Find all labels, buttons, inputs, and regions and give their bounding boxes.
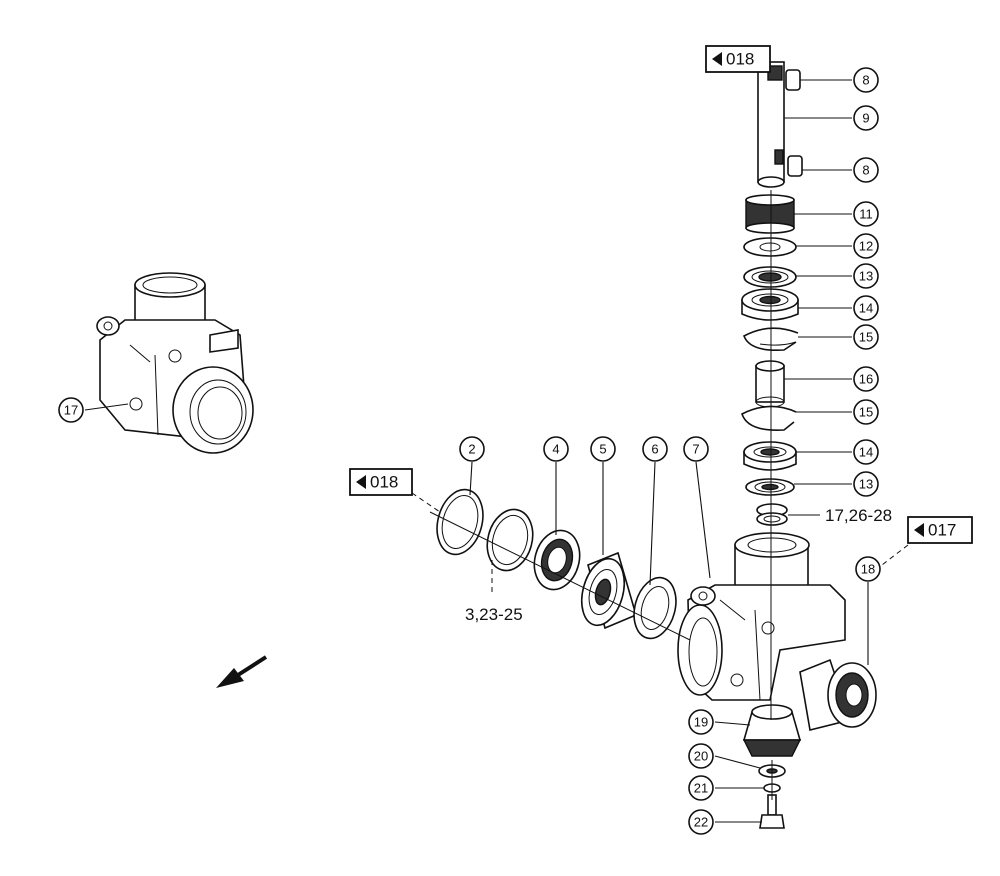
svg-text:13: 13	[859, 269, 873, 284]
key-part	[785, 69, 803, 177]
svg-text:18: 18	[861, 562, 875, 577]
svg-text:16: 16	[859, 372, 873, 387]
callout: 9	[853, 105, 879, 131]
left-triangle-icon	[712, 52, 722, 66]
svg-text:018: 018	[370, 473, 398, 492]
svg-text:8: 8	[862, 163, 869, 178]
svg-text:017: 017	[928, 521, 956, 540]
callout: 8	[853, 157, 879, 183]
callout: 14	[853, 439, 879, 465]
callout: 13	[853, 471, 879, 497]
callout: 19	[688, 709, 714, 735]
bevel-gear-part	[799, 658, 877, 731]
page-ref-top: 018	[705, 45, 771, 73]
svg-text:15: 15	[859, 330, 873, 345]
svg-text:4: 4	[552, 442, 559, 457]
left-triangle-icon	[914, 523, 924, 537]
housing-main	[677, 532, 846, 701]
housing-side-view	[96, 272, 254, 454]
callout: 21	[688, 775, 714, 801]
callout: 5	[590, 436, 616, 462]
svg-text:17: 17	[64, 403, 78, 418]
callout: 13	[853, 263, 879, 289]
pinion-gear-part	[745, 194, 795, 234]
callout: 2	[459, 436, 485, 462]
svg-text:11: 11	[859, 207, 873, 222]
page-ref-right: 017	[907, 516, 973, 544]
left-triangle-icon	[356, 475, 366, 489]
svg-text:14: 14	[859, 301, 873, 316]
svg-text:13: 13	[859, 477, 873, 492]
assembly-axis	[429, 190, 773, 800]
callout: 15	[853, 399, 879, 425]
callout: 6	[642, 436, 668, 462]
lower-gear-part	[742, 704, 802, 757]
shim-group-label: 3,23-25	[465, 605, 523, 624]
svg-text:5: 5	[599, 442, 606, 457]
svg-text:7: 7	[692, 442, 699, 457]
callout: 12	[853, 233, 879, 259]
svg-text:19: 19	[694, 715, 708, 730]
circlip-part	[436, 488, 484, 556]
svg-text:15: 15	[859, 405, 873, 420]
shim-part	[486, 508, 534, 572]
bearing-stack	[741, 237, 799, 526]
bearing-part	[580, 551, 637, 630]
callout: 7	[683, 436, 709, 462]
callout: 22	[688, 809, 714, 835]
callout: 20	[688, 743, 714, 769]
callout: 15	[853, 324, 879, 350]
svg-text:12: 12	[859, 239, 873, 254]
callout: 18	[855, 556, 881, 582]
callout: 11	[853, 201, 879, 227]
leader-lines	[84, 79, 909, 823]
seal-ring-part	[633, 576, 677, 640]
svg-text:018: 018	[726, 50, 754, 69]
svg-text:2: 2	[468, 442, 475, 457]
svg-text:9: 9	[862, 111, 869, 126]
direction-arrow-icon	[216, 655, 268, 688]
callout: 16	[853, 366, 879, 392]
callout: 8	[853, 67, 879, 93]
shaft-part	[757, 61, 785, 188]
callout: 14	[853, 295, 879, 321]
callout: 17	[58, 397, 84, 423]
svg-text:6: 6	[651, 442, 658, 457]
svg-text:8: 8	[862, 73, 869, 88]
bolt-part	[759, 794, 785, 829]
callout: 4	[543, 436, 569, 462]
svg-text:14: 14	[859, 445, 873, 460]
svg-text:22: 22	[694, 815, 708, 830]
page-ref-left: 018	[349, 468, 413, 496]
ring-group-label: 17,26-28	[825, 506, 892, 525]
svg-text:20: 20	[694, 749, 708, 764]
svg-text:21: 21	[694, 781, 708, 796]
